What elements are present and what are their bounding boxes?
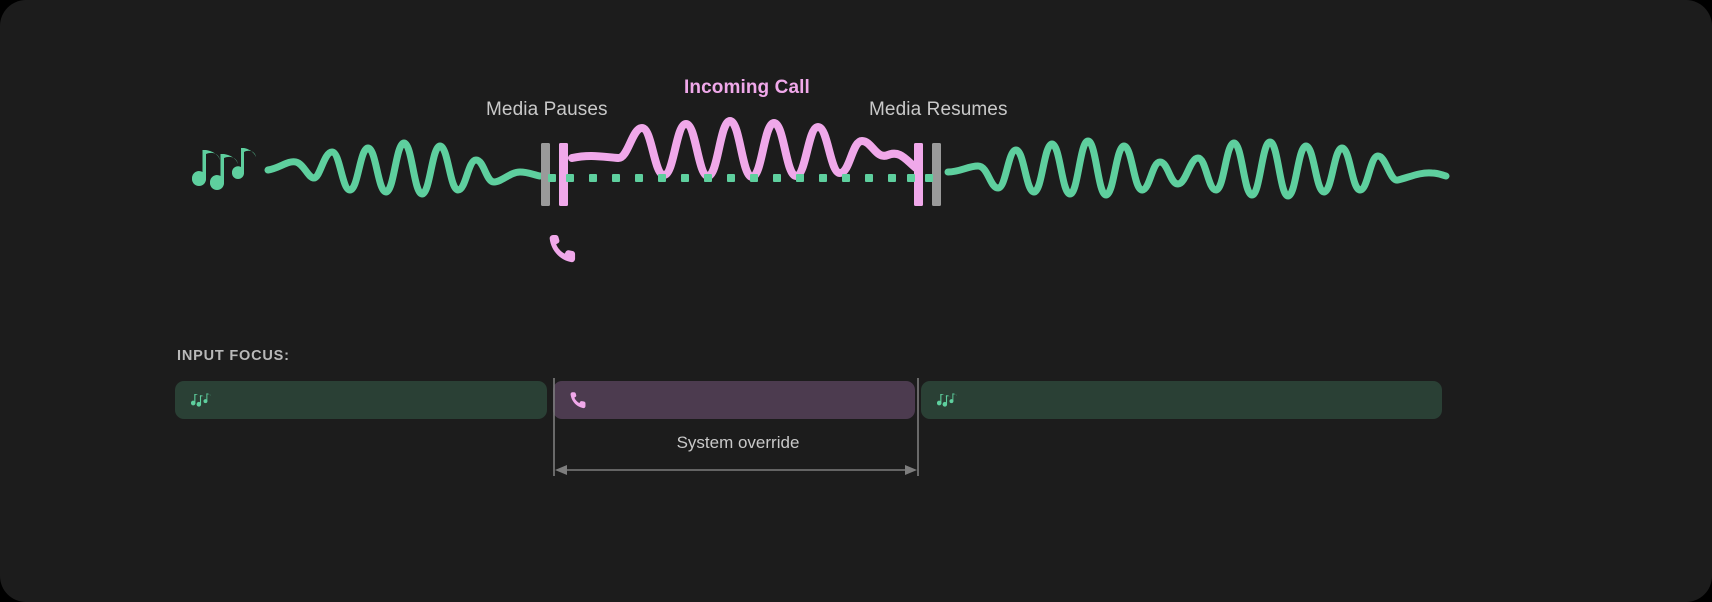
pause-marker-pink <box>559 143 568 206</box>
resume-marker-pink <box>914 143 923 206</box>
music-notes-icon <box>937 393 958 407</box>
override-bracket-lines <box>553 378 919 476</box>
media-waveform-before <box>264 139 544 198</box>
phone-icon <box>570 391 586 408</box>
focus-segment-media-2[interactable] <box>921 381 1442 419</box>
input-focus-section: INPUT FOCUS: <box>175 348 1465 419</box>
override-arrow-head-left <box>555 465 567 475</box>
label-incoming-call: Incoming Call <box>684 77 810 98</box>
phone-icon <box>549 235 576 263</box>
label-media-resumes: Media Resumes <box>869 99 1008 120</box>
music-notes-icon <box>191 393 212 407</box>
input-focus-title: INPUT FOCUS: <box>177 348 290 364</box>
input-focus-track <box>175 381 1465 419</box>
resume-marker-gray <box>932 143 941 206</box>
pause-marker-gray <box>541 143 550 206</box>
system-override-bracket: System override <box>553 378 923 483</box>
focus-segment-call[interactable] <box>553 381 915 419</box>
call-waveform <box>568 117 920 181</box>
media-waveform-after <box>944 137 1450 200</box>
media-paused-dotted-line <box>548 174 933 182</box>
music-notes-icon <box>192 148 256 190</box>
focus-segment-media-1[interactable] <box>175 381 547 419</box>
override-label: System override <box>676 433 800 452</box>
label-media-pauses: Media Pauses <box>486 99 608 120</box>
waveform-diagram <box>192 117 1450 263</box>
override-arrow-head-right <box>905 465 917 475</box>
